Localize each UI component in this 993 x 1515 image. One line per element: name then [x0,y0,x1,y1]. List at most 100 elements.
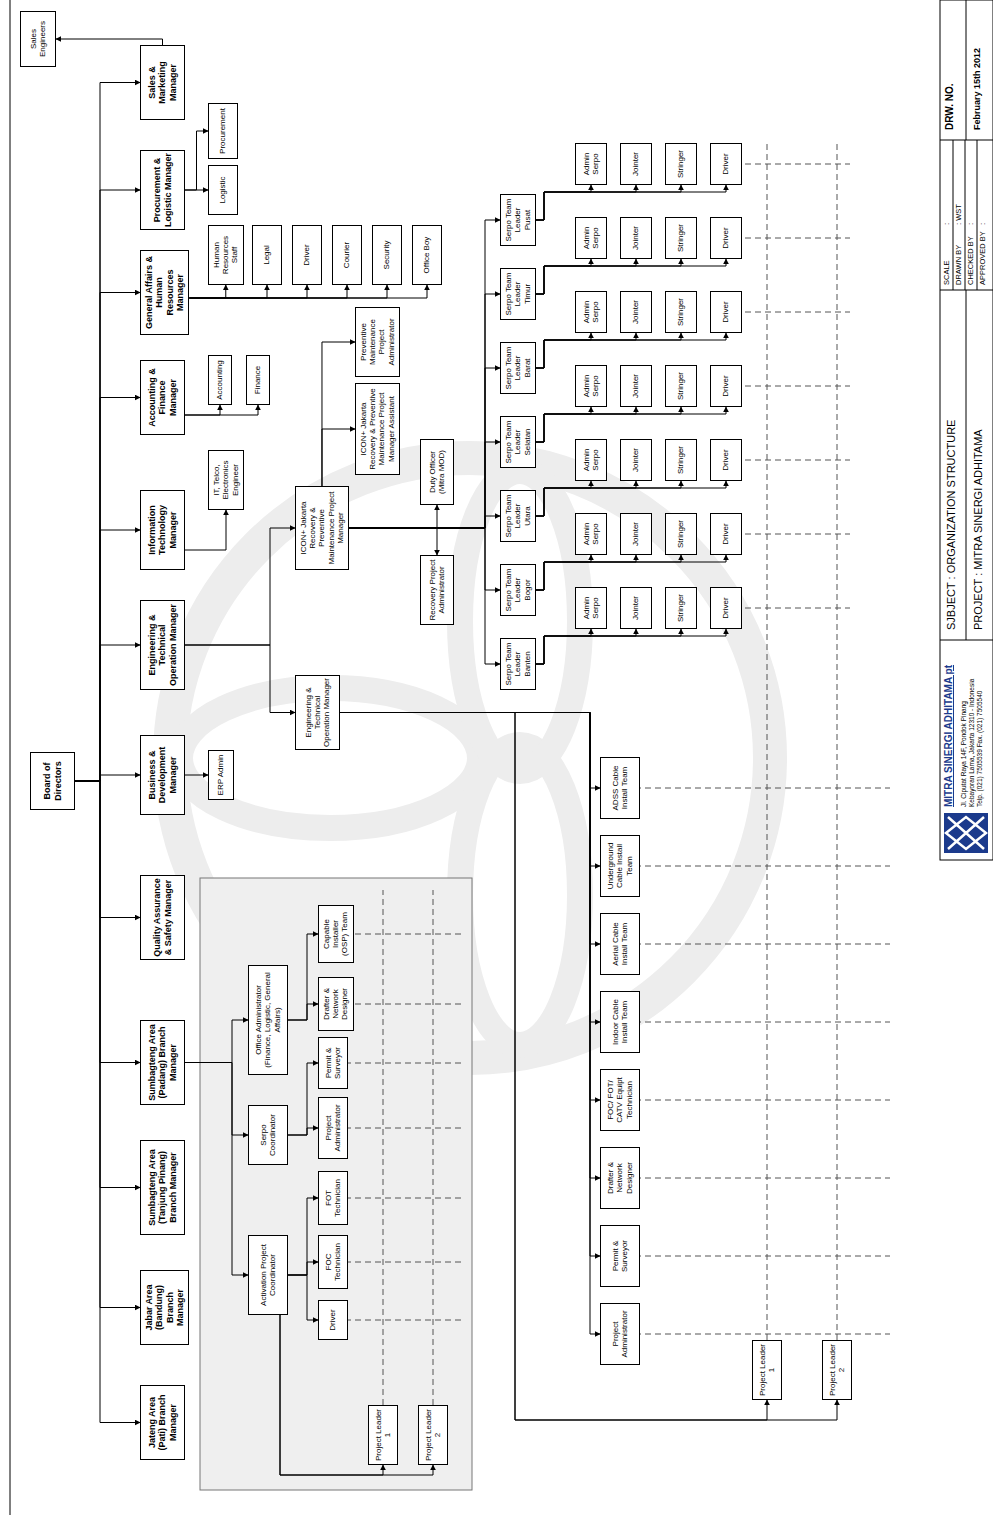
org-connector [75,781,140,1308]
title-block [940,0,993,860]
box-text: Driver [721,227,730,248]
org-connector [340,713,600,1101]
org-connector [189,285,225,298]
staff-box: Stringer [665,513,697,555]
org-connector [349,516,500,528]
title-block-text: MITRA SINERGI ADHITAMA pt [943,665,954,807]
org-connector [185,405,220,415]
box-text: Permit & Surveyor [611,1228,629,1284]
title-block-text: PROJECT : MITRA SINERGI ADHITAMA [972,429,984,630]
org-connector [536,407,636,442]
staff-box: Project Administrator [600,1303,640,1365]
box-text: Driver [721,597,730,618]
box-text: Logistic [218,176,227,203]
staff-box: Driver [710,587,742,629]
box-text: Sales & Marketing Manager [147,48,178,117]
staff-box: Office Administrator (Finance, Logistic,… [248,965,288,1075]
org-connector [536,333,726,368]
box-text: Jointer [631,300,640,324]
org-connector [185,645,295,713]
manager-box: Procurement & Logistic Manager [140,150,185,230]
org-connector [75,293,140,782]
box-text: ICON+ Jakarta Recovery & Preventive Main… [299,489,345,567]
logo-mark [946,817,986,849]
staff-box: ICON+ Jakarta Recovery & Preventive Main… [355,383,400,475]
org-connector [536,259,681,294]
org-connector [185,131,208,190]
staff-box: IT, Telco, Electronics Engineer [208,450,244,510]
org-connector [340,713,600,789]
org-connector [75,781,140,1063]
org-connector [536,185,726,220]
box-text: Jointer [631,448,640,472]
manager-box: General Affairs & Human Resources Manage… [140,250,189,335]
org-connector [185,775,208,776]
staff-box: Aerial Cable Install Team [600,913,640,975]
page-border [10,0,11,1515]
staff-box: Permit & Surveyor [600,1225,640,1287]
org-connector [288,1198,318,1275]
watermark-petal [460,745,580,1045]
branch-panel [200,878,472,1490]
box-text: Jabar Area (Bandung) Branch Manager [144,1273,185,1342]
title-block-text: Kebayoran Lama, Jakarta 12310 - Indonesi… [968,679,975,807]
org-connector [75,645,140,781]
box-text: Preventive Maintenance Project Administr… [359,310,396,374]
title-block-grid [940,0,993,640]
staff-box: Admin Serpo [575,587,607,629]
manager-box: Information Technology Manager [140,490,185,570]
manager-box: Jateng Area (Pati) Branch Manager [140,1385,185,1460]
staff-box: Recovery Project Administrator [420,555,454,625]
dashed-line [383,890,433,1405]
box-text: Stringer [676,372,685,400]
org-connector [536,259,636,294]
box-text: Driver [721,449,730,470]
title-block-text: APPROVED BY [979,231,987,285]
staff-box: Stringer [665,217,697,259]
box-text: Office Administrator (Finance, Logistic,… [254,968,282,1072]
box-text: Security [382,241,391,270]
org-connector [536,407,681,442]
org-connector [536,333,636,368]
org-connector [185,1063,248,1136]
box-text: Jointer [631,522,640,546]
box-text: FOC/ FOT/ CATV Equipt Technician [606,1072,634,1128]
box-text: Admin Serpo [582,590,600,626]
staff-box: FOC Technician [318,1235,348,1289]
org-connector [75,530,140,781]
org-connector [349,294,500,528]
box-text: Admin Serpo [582,146,600,182]
staff-box: Admin Serpo [575,143,607,185]
staff-box: Driver [710,291,742,333]
box-text: Accounting [215,360,224,400]
box-text: Stringer [676,594,685,622]
manager-box: Sales & Marketing Manager [140,45,185,120]
manager-box: Business & Development Manager [140,735,185,815]
box-text: Driver [302,244,311,265]
box-text: Project Administrator [324,1100,342,1156]
staff-box: FOC/ FOT/ CATV Equipt Technician [600,1069,640,1131]
staff-box: Courier [332,225,362,285]
staff-box: Drafter & Network Designer [600,1147,640,1209]
org-connector [75,781,140,1423]
staff-box: Accounting [208,355,232,405]
box-text: Jointer [631,596,640,620]
title-block-text: : [967,223,975,225]
staff-box: Driver [710,143,742,185]
staff-box: Permit & Surveyor [318,1037,348,1089]
staff-box: Serpo Coordinator [248,1105,288,1165]
org-connector [536,629,681,664]
box-text: Recovery Project Administrator [428,558,446,622]
staff-box: Project Leader 2 [418,1405,448,1465]
box-text: Information Technology Manager [147,493,178,567]
box-text: Office Boy [422,237,431,274]
staff-box: Stringer [665,365,697,407]
org-connector [536,185,636,220]
org-connector [340,713,600,1257]
staff-box: Project Administrator [318,1097,348,1159]
box-text: Capable Installer (OSP) Team [322,908,350,960]
staff-box: Activation Project Coordinator [248,1235,288,1315]
box-text: Project Leader 2 [828,1343,846,1397]
box-text: Admin Serpo [582,294,600,330]
